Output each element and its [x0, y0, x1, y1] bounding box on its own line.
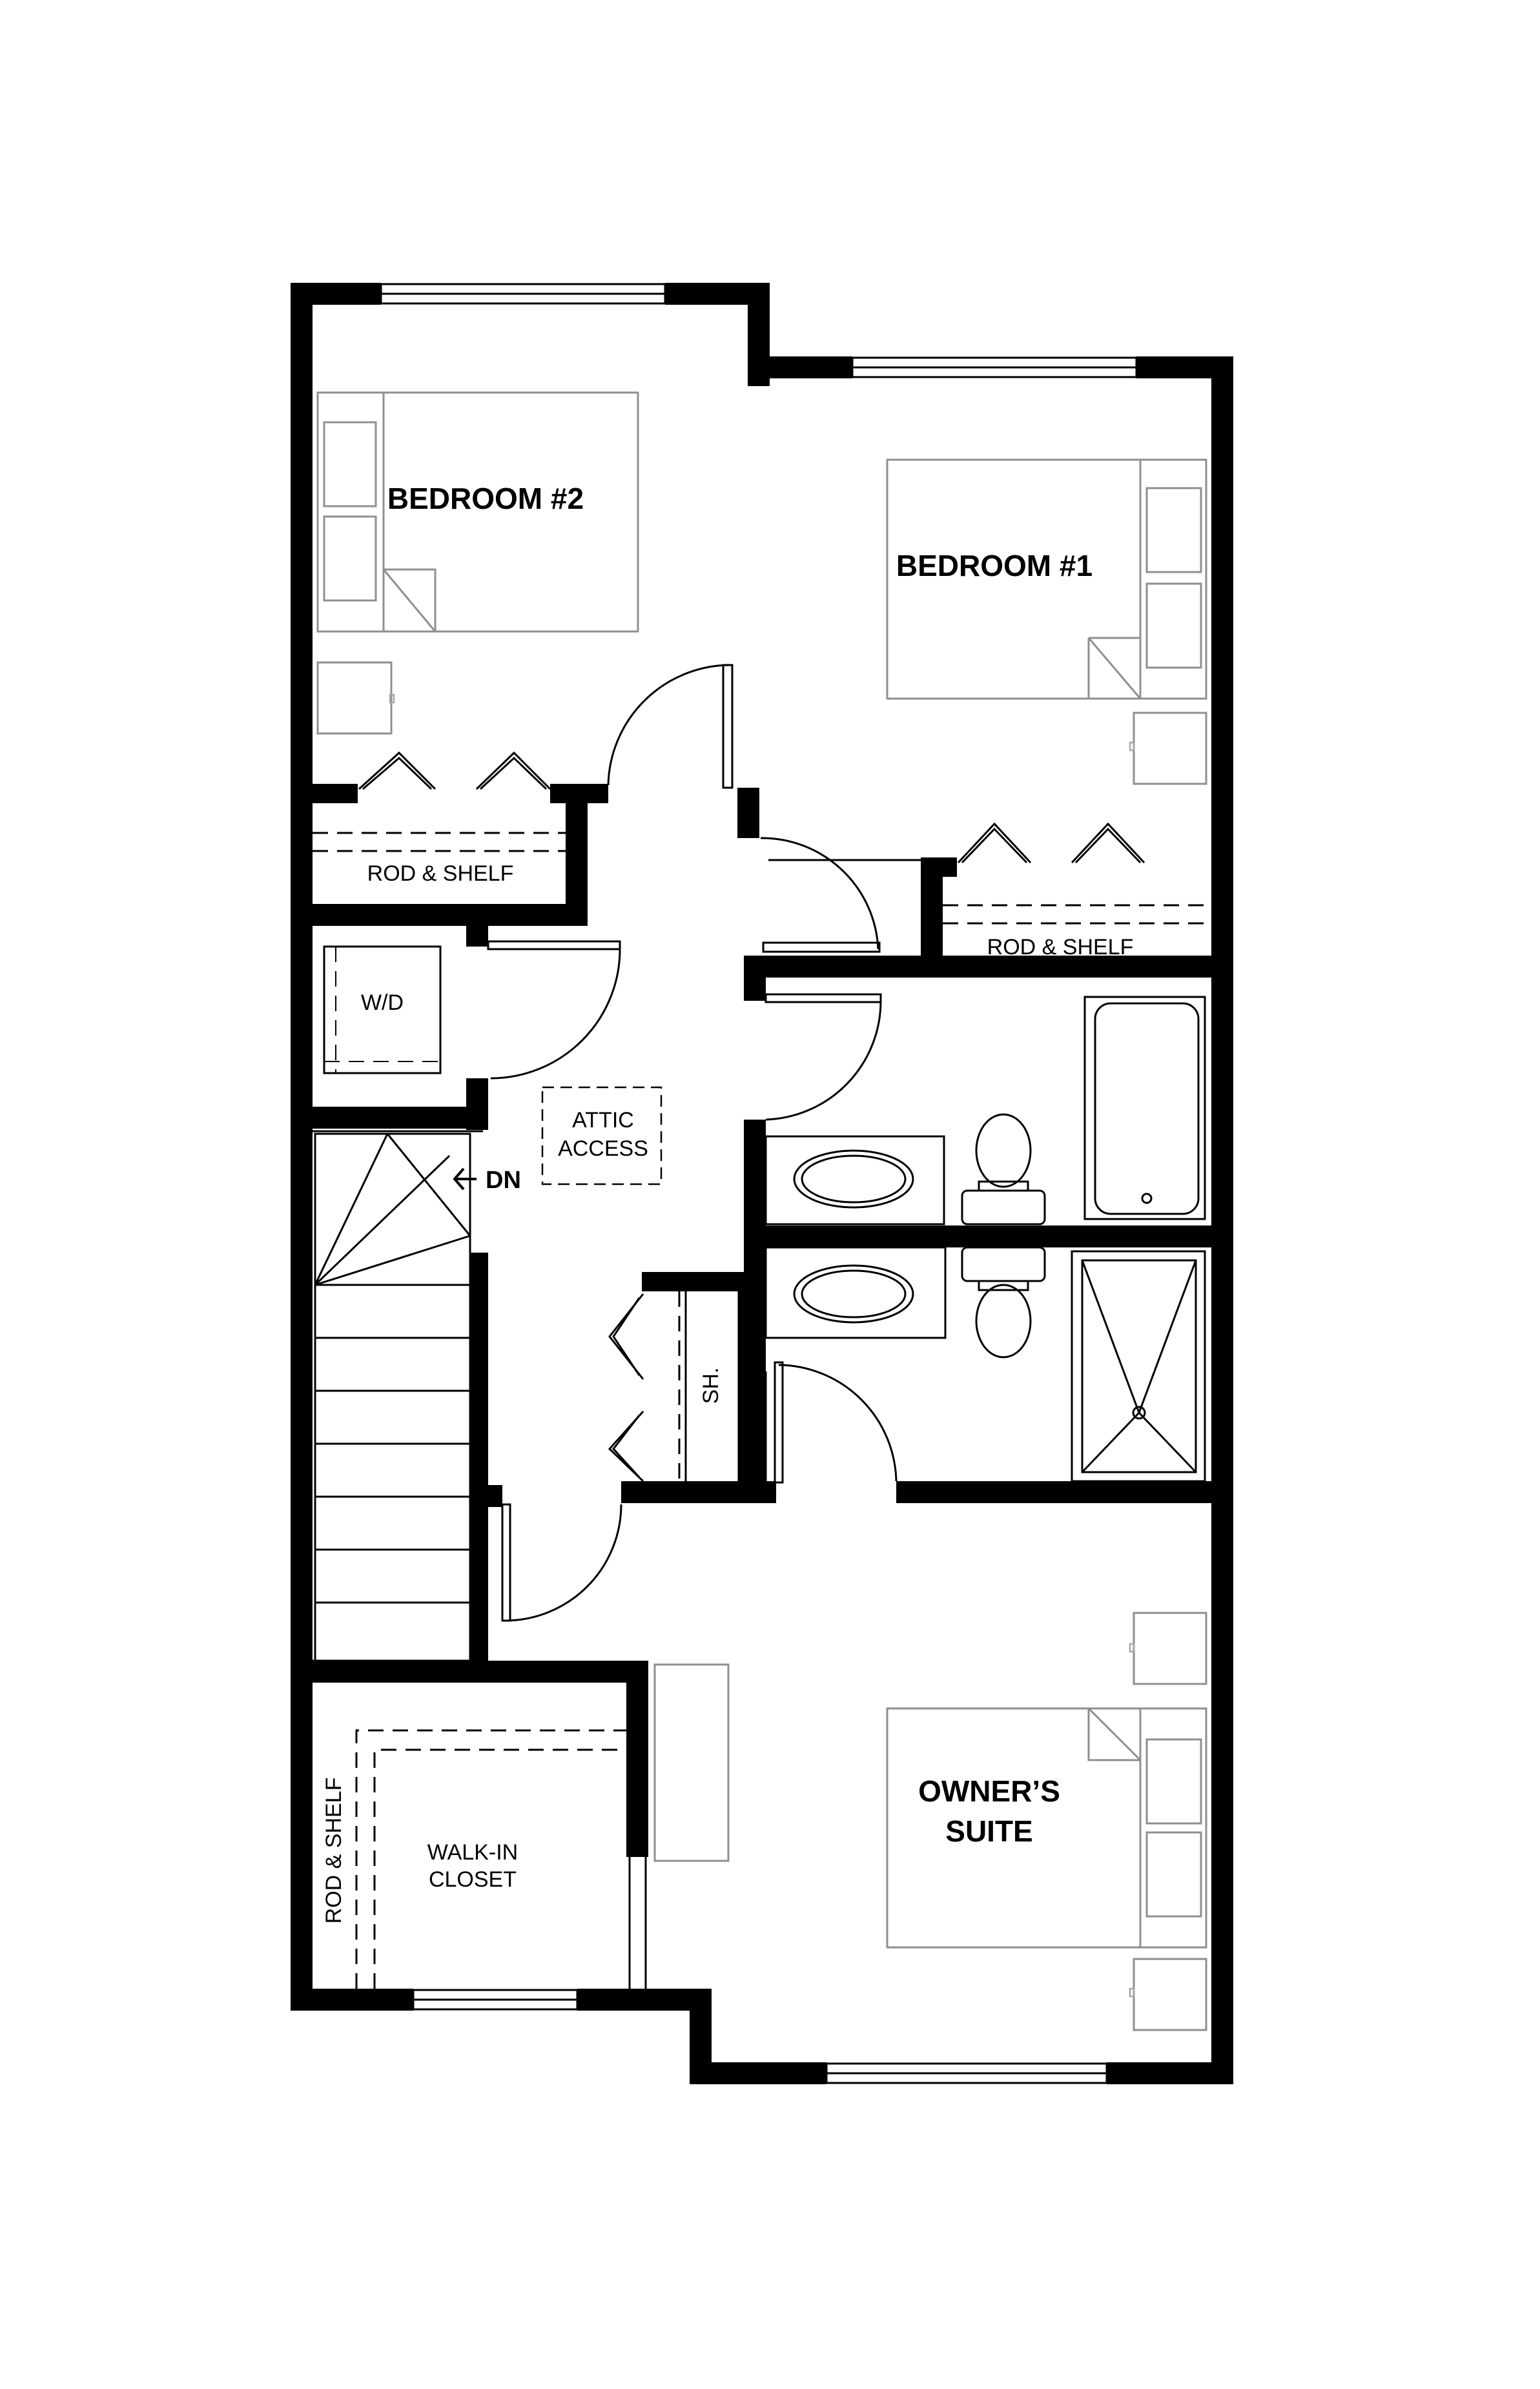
- attic-label-line1: ATTIC: [572, 1108, 634, 1133]
- bed-bedroom1: [886, 458, 1207, 700]
- label-owners-suite-line2: SUITE: [945, 1814, 1032, 1848]
- pillow-icon: [1145, 487, 1202, 573]
- nightstand-owners-suite-top: [1133, 1612, 1207, 1685]
- pillow-icon: [323, 515, 377, 602]
- furniture-bedroom1: [886, 458, 1207, 785]
- stairs-down-label: DN: [486, 1167, 521, 1194]
- attic-hatch: [541, 1086, 662, 1185]
- interior-walls: [313, 784, 1211, 1857]
- bathroom1: [765, 996, 1206, 1225]
- label-bedroom2: BEDROOM #2: [387, 482, 584, 515]
- laundry: W/D: [323, 945, 442, 1074]
- label-shelf: SH.: [699, 1368, 723, 1404]
- pillow-icon: [1145, 1738, 1202, 1825]
- bifold-doors: [358, 751, 1145, 1482]
- nightstand-bedroom1: [1133, 712, 1207, 785]
- door-bedroom1: [760, 837, 881, 953]
- closet-shelves: [313, 832, 1211, 1989]
- room-labels: BEDROOM #2 BEDROOM #1 OWNER’S SUITE WALK…: [322, 482, 1133, 1923]
- toilet-tank-bath2: [961, 1246, 1046, 1282]
- nightstand-bedroom2: [316, 661, 393, 735]
- nightstand-owners-suite-bottom: [1133, 1958, 1207, 2031]
- door-bath2: [774, 1361, 898, 1484]
- sink-bath1: [793, 1149, 914, 1209]
- drain-icon: [1141, 1193, 1153, 1204]
- exterior-walls: [291, 283, 1233, 2084]
- bed-bedroom2: [316, 391, 639, 633]
- doors: [487, 664, 898, 1622]
- door-owners-suite: [501, 1503, 622, 1622]
- bathroom2: [765, 1246, 1206, 1482]
- windows: [380, 283, 1138, 2084]
- bed-owners-suite: [886, 1707, 1207, 1949]
- vanity-bath1: [765, 1135, 945, 1225]
- furniture-bedroom2: [316, 391, 639, 735]
- sink-bath2: [793, 1264, 914, 1324]
- stairs: [314, 1133, 471, 1662]
- toilet-bowl-bath2: [975, 1284, 1032, 1359]
- stairs-down-indicator: DN: [453, 1167, 521, 1194]
- pillow-icon: [1145, 1831, 1202, 1918]
- label-walkin-line2: CLOSET: [429, 1867, 517, 1892]
- washer-dryer: [323, 945, 442, 1074]
- label-rod-shelf-closet: ROD & SHELF: [322, 1778, 346, 1924]
- bathtub: [1083, 996, 1206, 1220]
- toilet-bowl-bath1: [975, 1113, 1032, 1188]
- drain-icon: [1132, 1406, 1146, 1420]
- door-laundry: [487, 940, 621, 1080]
- thin-partitions: [313, 859, 921, 1989]
- toilet-tank-bath1: [961, 1189, 1046, 1225]
- label-owners-suite-line1: OWNER’S: [918, 1774, 1060, 1808]
- label-rod-shelf-bedroom2: ROD & SHELF: [367, 861, 514, 886]
- door-bedroom2: [607, 664, 734, 789]
- label-bedroom1: BEDROOM #1: [896, 549, 1093, 582]
- door-bath1: [765, 993, 882, 1121]
- pillow-icon: [1145, 582, 1202, 669]
- label-rod-shelf-bedroom1: ROD & SHELF: [987, 935, 1134, 959]
- dresser-owners-suite: [653, 1663, 730, 1862]
- furniture-owners-suite: [653, 1612, 1207, 2031]
- attic-access: ATTIC ACCESS: [541, 1086, 662, 1185]
- pillow-icon: [323, 421, 377, 508]
- attic-label-line2: ACCESS: [558, 1136, 648, 1161]
- label-walkin-line1: WALK-IN: [427, 1840, 518, 1865]
- vanity-bath2: [765, 1246, 947, 1339]
- washer-dryer-label: W/D: [361, 990, 404, 1015]
- shower: [1071, 1250, 1206, 1482]
